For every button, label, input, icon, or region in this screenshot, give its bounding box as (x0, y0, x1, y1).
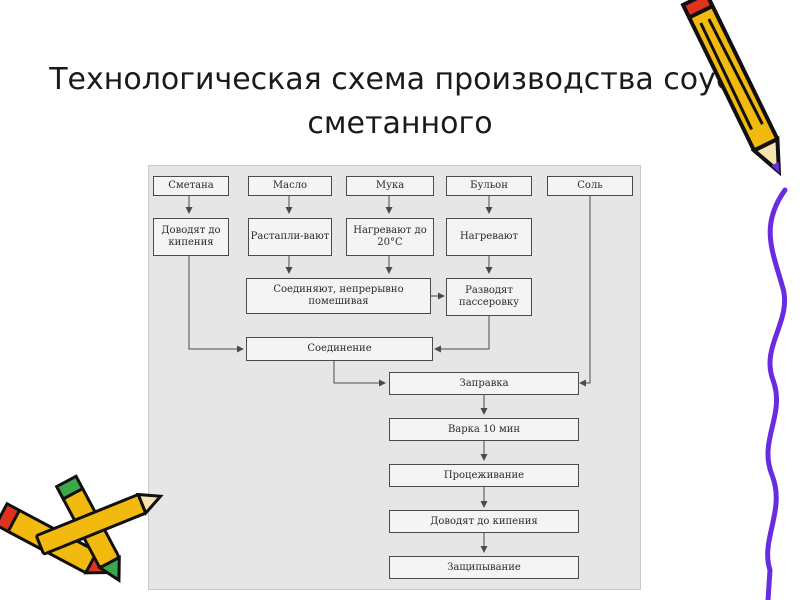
scribble-line (768, 190, 785, 600)
pencil-icon (683, 0, 791, 179)
